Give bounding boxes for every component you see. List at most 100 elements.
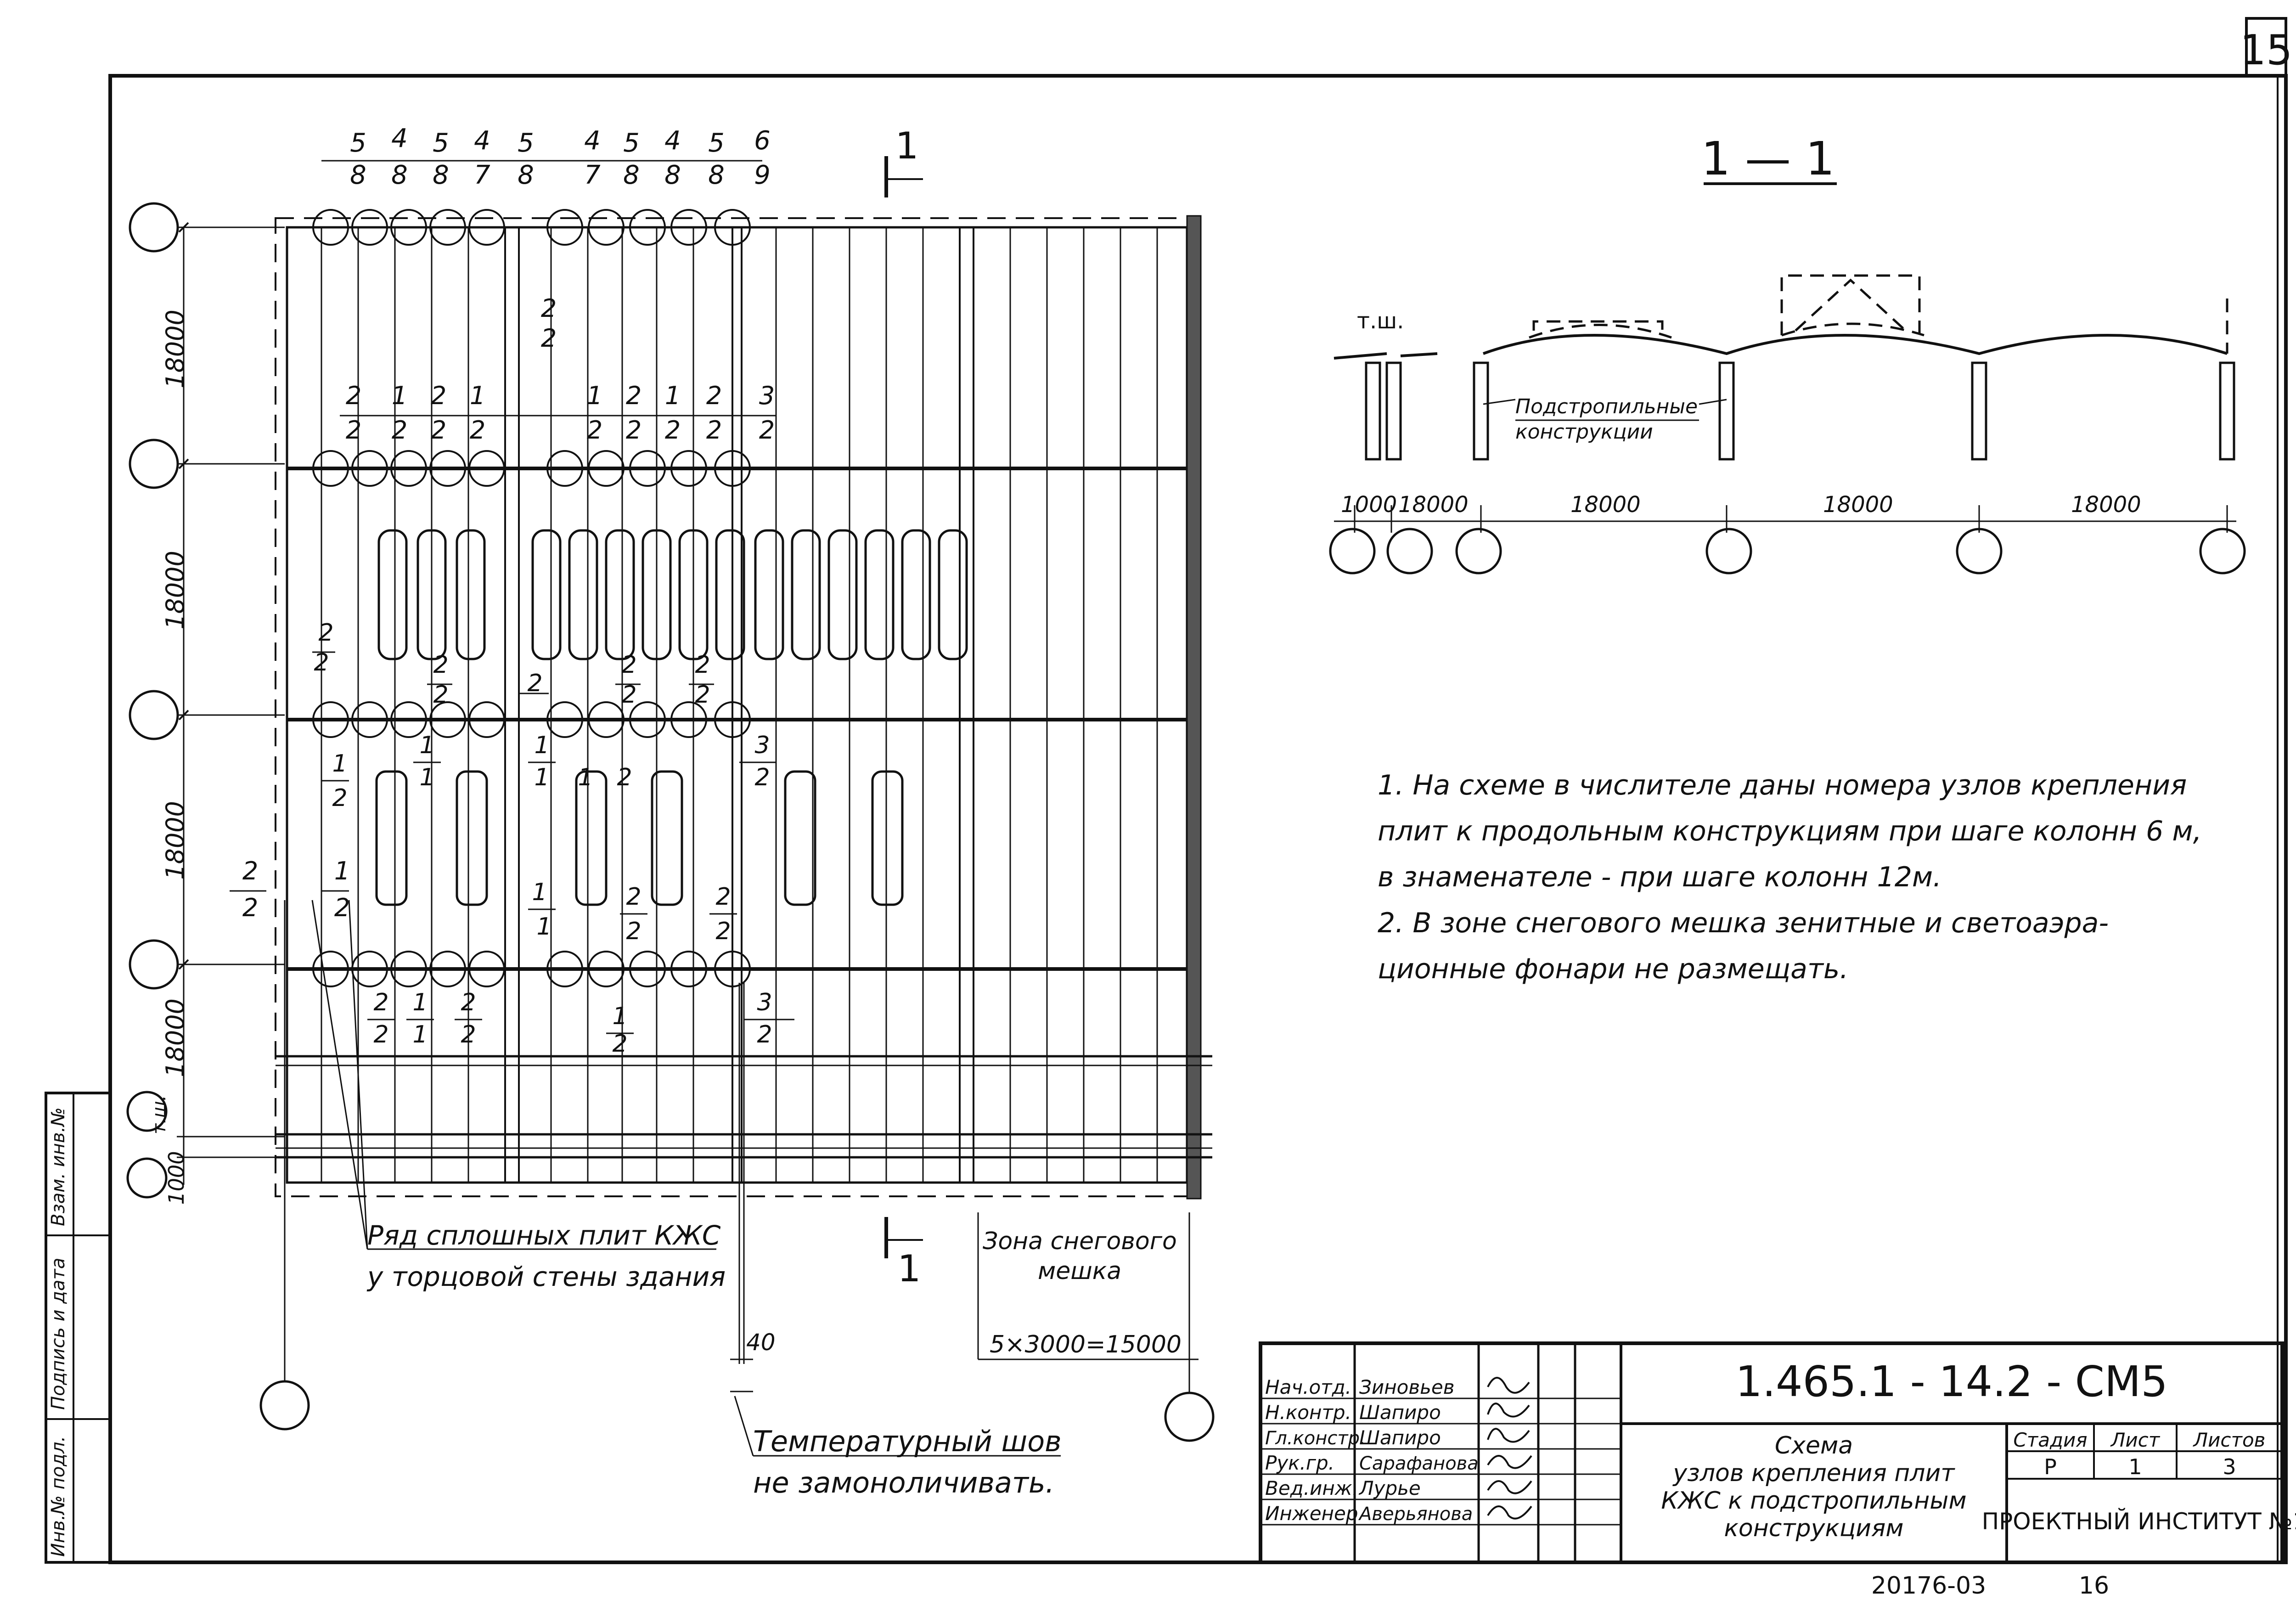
section-dim-1: 1000 [1341, 492, 1397, 518]
code-r3-g-n: 1 [419, 732, 434, 759]
code-r4-g-n: 1 [412, 989, 428, 1016]
code-r4-b-d: 2 [334, 893, 350, 922]
tb-sheets-label: Листов [2193, 1429, 2266, 1451]
section-dim-2: 18000 [1398, 492, 1469, 518]
note-line-1: 1. На схеме в числителе даны номера узло… [1378, 769, 2187, 801]
code-r2-5-d: 2 [541, 324, 557, 353]
code-r3-f-n: 1 [332, 750, 347, 777]
section-dim-3: 18000 [1570, 492, 1641, 518]
section-axis-circles [1329, 528, 2246, 575]
code-r3-c-n: 2 [527, 670, 542, 697]
code-r4-j-d: 2 [757, 1021, 772, 1048]
code-r3-d-n: 2 [621, 651, 636, 679]
code-r2-3-n: 2 [431, 381, 446, 410]
tb-organization: ПРОЕКТНЫЙ ИНСТИТУТ №1 [1982, 1508, 2296, 1535]
plate-strips [321, 227, 1158, 1183]
tb-name-2: Шапиро [1359, 1401, 1441, 1424]
top-node-codes: 5 8 4 8 5 8 4 7 5 8 4 7 5 8 4 8 5 8 6 9 [321, 124, 771, 190]
code-top-8-d: 8 [664, 160, 681, 190]
code-r4-c-d: 1 [536, 913, 551, 941]
tb-name-6: Аверьянова [1358, 1504, 1473, 1525]
code-top-3-n: 5 [433, 128, 449, 158]
tb-role-4: Рук.гр. [1265, 1452, 1334, 1474]
note-line-4: 2. В зоне снегового мешка зенитные и све… [1378, 907, 2109, 939]
code-top-7-n: 5 [623, 128, 640, 158]
code-top-9-n: 5 [708, 128, 725, 158]
tb-bottom-number-2: 16 [2079, 1572, 2109, 1600]
code-r2-5-n: 2 [541, 294, 557, 323]
code-r2-9-d: 2 [706, 416, 722, 445]
code-r2-9-n: 2 [706, 381, 722, 410]
tb-title-3: КЖС к подстропильным [1661, 1487, 1966, 1515]
temp-joint-label-1: Температурный шов [753, 1425, 1062, 1458]
code-r3-h-n: 1 [534, 732, 549, 759]
general-notes: 1. На схеме в числителе даны номера узло… [1378, 769, 2202, 985]
tb-role-2: Н.контр. [1265, 1401, 1351, 1424]
note-line-3: в знаменателе - при шаге колонн 12м. [1378, 861, 1941, 893]
code-top-6-d: 7 [584, 160, 601, 190]
code-top-4-d: 7 [474, 160, 490, 190]
signature-marks [1487, 1377, 1532, 1520]
code-r2-2-d: 2 [392, 416, 407, 445]
code-top-10-d: 9 [754, 160, 771, 190]
code-r2-10-n: 3 [759, 381, 775, 410]
section-columns [1365, 361, 2235, 461]
code-top-5-d: 8 [518, 160, 534, 190]
code-top-3-d: 8 [433, 160, 449, 190]
snow-zone-dimension: 5×3000=15000 [990, 1331, 1182, 1358]
sub-truss-label-1: Подстропильные [1515, 395, 1698, 418]
code-r4-d-n: 2 [626, 883, 641, 911]
tb-stage-label: Стадия [2013, 1429, 2087, 1451]
note-solid-plates-1: Ряд сплошных плит КЖС [367, 1220, 721, 1251]
code-top-2-d: 8 [391, 160, 408, 190]
code-r4-i-n: 1 [612, 1003, 627, 1030]
temp-joint-label-2: не замоноличивать. [753, 1466, 1054, 1499]
code-r2-3-d: 2 [431, 416, 446, 445]
snow-zone-label-2: мешка [1038, 1257, 1121, 1285]
section-title: 1 — 1 [1701, 132, 1835, 186]
dimension-chain-vertical [177, 222, 285, 1185]
dim-label-y5: 1000 [164, 1151, 189, 1205]
section-mark-bottom: 1 [884, 1217, 923, 1290]
code-r4-a-d: 2 [242, 893, 258, 922]
code-r2-6-n: 1 [587, 381, 602, 410]
note-line-2: плит к продольным конструкциям при шаге … [1378, 815, 2202, 847]
tb-role-1: Нач.отд. [1265, 1376, 1351, 1398]
code-r2-6-d: 2 [587, 416, 602, 445]
code-top-8-n: 4 [664, 126, 681, 156]
code-top-2-n: 4 [391, 124, 408, 153]
section-ts-label: т.ш. [1357, 308, 1404, 334]
code-r3-k-n: 3 [754, 732, 770, 759]
code-r4-f-d: 2 [373, 1021, 388, 1048]
tb-name-5: Лурье [1358, 1477, 1421, 1499]
code-r4-h-d: 2 [461, 1021, 476, 1048]
code-top-1-n: 5 [350, 128, 366, 158]
code-r3-d-d: 2 [621, 681, 636, 709]
section-dim-5: 18000 [2071, 492, 2141, 518]
section-mark-top-label: 1 [895, 124, 919, 167]
code-r4-c-n: 1 [532, 879, 547, 906]
code-r2-1-n: 2 [346, 381, 361, 410]
tb-sheet-value: 1 [2128, 1454, 2142, 1479]
code-r3-i-d: 1 [578, 764, 593, 791]
code-r3-b-d: 2 [433, 681, 448, 709]
row2-node-codes: 2 2 1 2 2 2 1 2 2 2 1 2 2 2 1 2 2 2 3 2 [340, 294, 776, 445]
snow-zone-label-1: Зона снегового [983, 1228, 1177, 1255]
code-top-6-n: 4 [584, 126, 601, 156]
code-r3-e-n: 2 [695, 651, 710, 679]
code-r2-8-d: 2 [665, 416, 681, 445]
sheet-frame [108, 17, 2288, 1564]
code-r2-4-n: 1 [470, 381, 485, 410]
tb-title-2: узлов крепления плит [1672, 1459, 1955, 1487]
code-r3-h-d: 1 [534, 764, 549, 791]
code-r4-d-d: 2 [626, 918, 641, 945]
code-r3-f-d: 2 [332, 784, 347, 812]
section-view: 1 — 1 т.ш. Подстропильные конструкции [1329, 132, 2246, 575]
tb-sheets-value: 3 [2223, 1454, 2236, 1479]
row3-node-codes: 2 2 2 2 2 2 2 2 2 1 2 1 1 1 1 1 2 3 [312, 619, 776, 812]
code-r4-a-n: 2 [242, 856, 258, 885]
section-dim-4: 18000 [1823, 492, 1893, 518]
tb-title-1: Схема [1775, 1432, 1853, 1459]
code-top-9-d: 8 [708, 160, 725, 190]
skylights-upper [377, 529, 968, 660]
